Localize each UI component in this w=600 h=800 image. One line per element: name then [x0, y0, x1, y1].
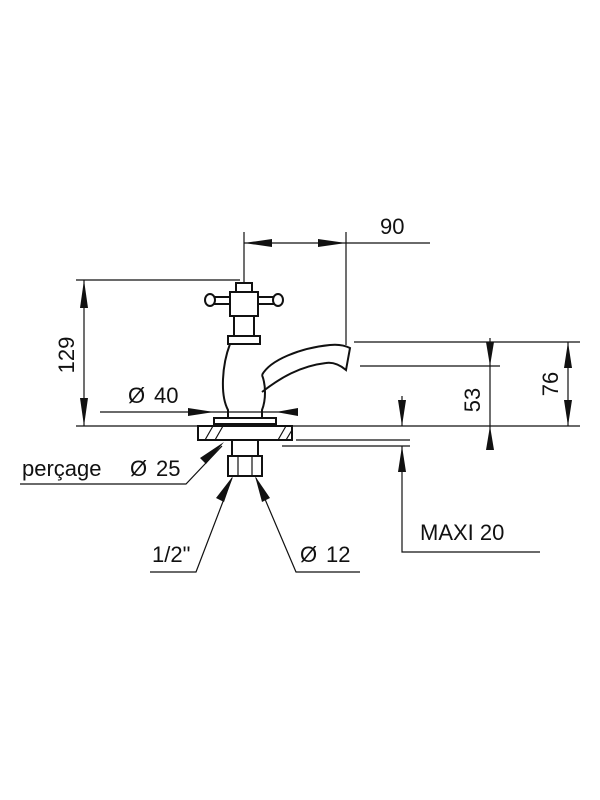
dim-25-label: 25 — [156, 456, 180, 481]
dim-129-label: 129 — [54, 337, 79, 374]
dim-12-symbol: Ø — [300, 542, 317, 567]
dimension-90: 90 — [243, 214, 430, 345]
dimension-maxi-20: MAXI 20 — [282, 396, 540, 553]
maxi-20-label: MAXI 20 — [420, 520, 504, 545]
dimension-129: 129 — [54, 279, 240, 426]
dimension-diameter-12: Ø 12 — [255, 476, 360, 573]
dim-40-label: 40 — [154, 383, 178, 408]
dimension-76: 76 — [500, 341, 580, 426]
faucet-outline — [204, 282, 352, 425]
percage-label: perçage — [22, 456, 102, 481]
dimension-percage-25: perçage Ø 25 — [20, 442, 224, 485]
dimension-thread-half-inch: 1/2" — [150, 476, 233, 573]
dim-12-label: 12 — [326, 542, 350, 567]
dim-53-label: 53 — [460, 388, 485, 412]
dim-76-label: 76 — [538, 372, 563, 396]
dimension-diameter-40: Ø 40 — [100, 383, 298, 416]
dimension-53: 53 — [354, 338, 500, 450]
sink-section — [76, 425, 580, 477]
dim-25-symbol: Ø — [130, 456, 147, 481]
thread-label: 1/2" — [152, 542, 190, 567]
dim-90-label: 90 — [380, 214, 404, 239]
dim-40-symbol: Ø — [128, 383, 145, 408]
